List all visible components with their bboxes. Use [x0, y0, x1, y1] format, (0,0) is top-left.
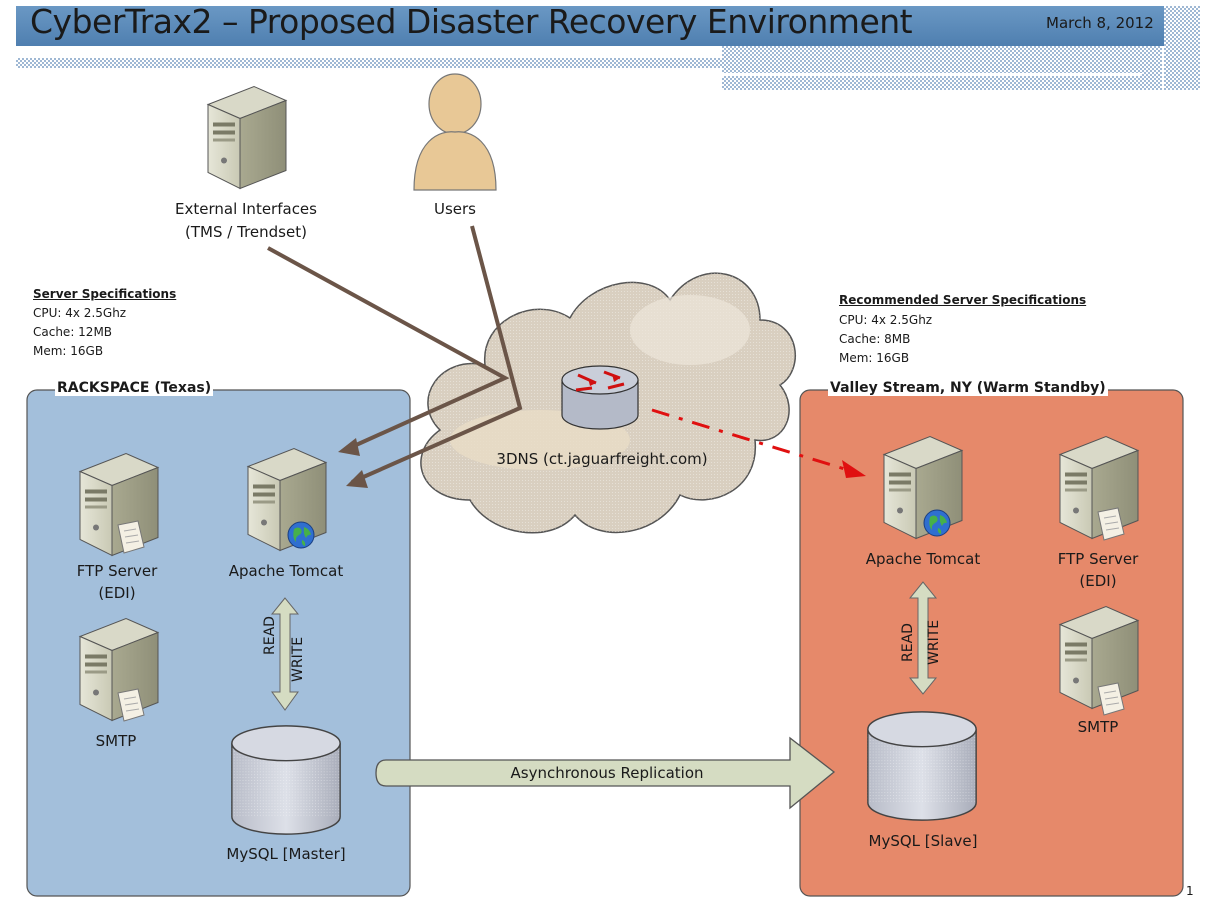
page-date: March 8, 2012 — [1046, 14, 1154, 32]
right-site-title: Valley Stream, NY (Warm Standby) — [828, 380, 1108, 396]
left-smtp-server-icon — [79, 617, 159, 722]
external-interfaces-label: External Interfaces — [175, 200, 317, 218]
right-specs-cache: Cache: 8MB — [839, 332, 911, 346]
right-ftp-label: FTP Server — [1057, 550, 1139, 568]
left-tomcat-globe-icon — [287, 521, 315, 549]
external-interfaces-server-icon — [207, 85, 287, 190]
title-bar — [16, 6, 1166, 46]
failover-arrow — [651, 408, 866, 478]
user-traffic-arrows — [267, 225, 523, 484]
left-write-label: WRITE — [290, 636, 306, 682]
left-specs-heading: Server Specifications — [33, 287, 177, 301]
right-ftp-sublabel: (EDI) — [1079, 572, 1117, 590]
dns-cloud-label: 3DNS (ct.jaguarfreight.com) — [496, 450, 708, 468]
right-specs-cpu: CPU: 4x 2.5Ghz — [839, 313, 933, 327]
right-tomcat-label: Apache Tomcat — [865, 550, 981, 568]
left-mysql-icon — [231, 725, 341, 835]
header-stripes — [16, 6, 1200, 90]
right-specs-mem: Mem: 16GB — [839, 351, 910, 365]
external-interfaces-sublabel: (TMS / Trendset) — [185, 223, 307, 241]
right-ftp-server-icon — [1059, 435, 1139, 540]
left-read-label: READ — [262, 616, 278, 655]
page-title: CyberTrax2 – Proposed Disaster Recovery … — [30, 2, 913, 41]
right-mysql-icon — [867, 711, 977, 821]
left-read-write-arrow — [270, 597, 300, 711]
right-write-label: WRITE — [926, 619, 942, 665]
left-specs-mem: Mem: 16GB — [33, 344, 104, 358]
left-site-title: RACKSPACE (Texas) — [55, 380, 214, 396]
left-smtp-label: SMTP — [95, 732, 137, 750]
replication-arrow — [375, 736, 836, 810]
left-ftp-server-icon — [79, 452, 159, 557]
page-number: 1 — [1186, 884, 1194, 898]
left-specs-cache: Cache: 12MB — [33, 325, 113, 339]
right-tomcat-globe-icon — [923, 509, 951, 537]
right-read-label: READ — [900, 623, 916, 662]
users-label: Users — [433, 200, 477, 218]
replication-label: Asynchronous Replication — [510, 764, 704, 782]
right-smtp-label: SMTP — [1077, 718, 1119, 736]
right-specs-heading: Recommended Server Specifications — [839, 293, 1087, 307]
right-mysql-label: MySQL [Slave] — [868, 832, 978, 850]
left-tomcat-label: Apache Tomcat — [228, 562, 344, 580]
users-icon — [413, 73, 497, 191]
right-read-write-arrow — [908, 581, 938, 695]
router-icon — [561, 365, 639, 430]
left-specs-cpu: CPU: 4x 2.5Ghz — [33, 306, 127, 320]
left-ftp-label: FTP Server — [76, 562, 158, 580]
left-mysql-label: MySQL [Master] — [226, 845, 346, 863]
left-ftp-sublabel: (EDI) — [98, 584, 136, 602]
